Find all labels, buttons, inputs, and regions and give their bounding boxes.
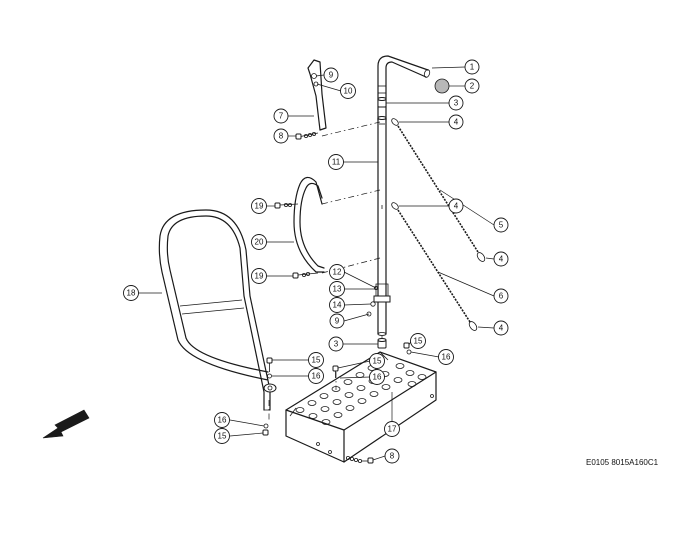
svg-text:4: 4 bbox=[454, 202, 459, 211]
svg-text:3: 3 bbox=[454, 99, 459, 108]
callout-15-right: 15 bbox=[410, 333, 426, 349]
svg-text:6: 6 bbox=[499, 292, 504, 301]
svg-text:5: 5 bbox=[499, 221, 504, 230]
callout-1: 1 bbox=[464, 59, 480, 75]
callout-2: 2 bbox=[464, 78, 480, 94]
callout-5: 5 bbox=[493, 217, 509, 233]
callout-16-platform: 16 bbox=[369, 369, 385, 385]
callout-15-platform: 15 bbox=[369, 353, 385, 369]
callout-3-top: 3 bbox=[448, 95, 464, 111]
figure-code: E0105 8015A160C1 bbox=[586, 458, 659, 467]
svg-text:12: 12 bbox=[333, 268, 342, 277]
callout-15-bottom: 15 bbox=[214, 428, 230, 444]
callout-11: 11 bbox=[328, 154, 344, 170]
clamp-bracket bbox=[307, 59, 327, 131]
callout-16-right: 16 bbox=[438, 349, 454, 365]
front-direction-arrow-icon bbox=[42, 409, 90, 439]
callout-4-a: 4 bbox=[448, 114, 464, 130]
svg-text:15: 15 bbox=[414, 337, 423, 346]
screw-8-top bbox=[295, 131, 319, 140]
svg-text:19: 19 bbox=[255, 202, 264, 211]
chain-lower bbox=[391, 202, 478, 331]
main-pole bbox=[377, 116, 387, 336]
screw-8-bottom bbox=[345, 455, 374, 464]
svg-text:16: 16 bbox=[442, 353, 451, 362]
svg-text:17: 17 bbox=[388, 425, 397, 434]
svg-text:18: 18 bbox=[127, 289, 136, 298]
svg-text:9: 9 bbox=[329, 71, 334, 80]
rail-fasteners bbox=[262, 357, 273, 436]
step-platform bbox=[285, 351, 437, 463]
callout-8-bottom: 8 bbox=[384, 448, 400, 464]
svg-text:13: 13 bbox=[333, 285, 342, 294]
platform-holes bbox=[295, 363, 427, 425]
svg-text:8: 8 bbox=[390, 452, 395, 461]
callout-19-upper: 19 bbox=[251, 198, 267, 214]
svg-text:9: 9 bbox=[335, 317, 340, 326]
callout-4-b: 4 bbox=[448, 198, 464, 214]
rubber-knob bbox=[434, 78, 450, 94]
small-parts-cluster bbox=[366, 285, 378, 317]
callout-9-lower: 9 bbox=[329, 313, 345, 329]
callout-17: 17 bbox=[384, 421, 400, 437]
callout-7: 7 bbox=[273, 108, 289, 124]
svg-text:16: 16 bbox=[312, 372, 321, 381]
callout-15-rail: 15 bbox=[308, 352, 324, 368]
svg-text:8: 8 bbox=[279, 132, 284, 141]
platform-fasteners bbox=[332, 342, 412, 378]
svg-text:15: 15 bbox=[312, 356, 321, 365]
bushing-bottom bbox=[377, 338, 387, 349]
svg-text:10: 10 bbox=[344, 87, 353, 96]
callout-3-bottom: 3 bbox=[328, 336, 344, 352]
handle-rod bbox=[377, 55, 431, 121]
chain-upper bbox=[391, 118, 486, 262]
callout-19-lower: 19 bbox=[251, 268, 267, 284]
callout-14: 14 bbox=[329, 297, 345, 313]
callout-18: 18 bbox=[123, 285, 139, 301]
bushing-top bbox=[377, 97, 387, 108]
callout-13: 13 bbox=[329, 281, 345, 297]
callout-12: 12 bbox=[329, 264, 345, 280]
callout-20: 20 bbox=[251, 234, 267, 250]
callout-4-d: 4 bbox=[493, 320, 509, 336]
svg-text:16: 16 bbox=[373, 373, 382, 382]
callout-6: 6 bbox=[493, 288, 509, 304]
pole-collar bbox=[373, 276, 391, 303]
callout-16-bottom: 16 bbox=[214, 412, 230, 428]
svg-text:7: 7 bbox=[279, 112, 284, 121]
svg-text:14: 14 bbox=[333, 301, 342, 310]
svg-text:1: 1 bbox=[470, 63, 475, 72]
loop-rail bbox=[158, 209, 277, 411]
screw-19-lower bbox=[292, 271, 319, 279]
svg-text:16: 16 bbox=[218, 416, 227, 425]
callout-9-top: 9 bbox=[323, 67, 339, 83]
svg-text:20: 20 bbox=[255, 238, 264, 247]
svg-text:4: 4 bbox=[499, 324, 504, 333]
svg-text:4: 4 bbox=[454, 118, 459, 127]
svg-text:15: 15 bbox=[218, 432, 227, 441]
screw-19-upper bbox=[274, 202, 299, 209]
svg-text:15: 15 bbox=[373, 357, 382, 366]
callout-4-c: 4 bbox=[493, 251, 509, 267]
svg-text:3: 3 bbox=[334, 340, 339, 349]
callout-10: 10 bbox=[340, 83, 356, 99]
svg-text:11: 11 bbox=[332, 158, 341, 167]
svg-text:2: 2 bbox=[470, 82, 475, 91]
leader-lines bbox=[138, 66, 495, 461]
callout-16-rail: 16 bbox=[308, 368, 324, 384]
svg-text:4: 4 bbox=[499, 255, 504, 264]
callout-8-top: 8 bbox=[273, 128, 289, 144]
curved-grab-handle bbox=[293, 176, 325, 273]
svg-text:19: 19 bbox=[255, 272, 264, 281]
